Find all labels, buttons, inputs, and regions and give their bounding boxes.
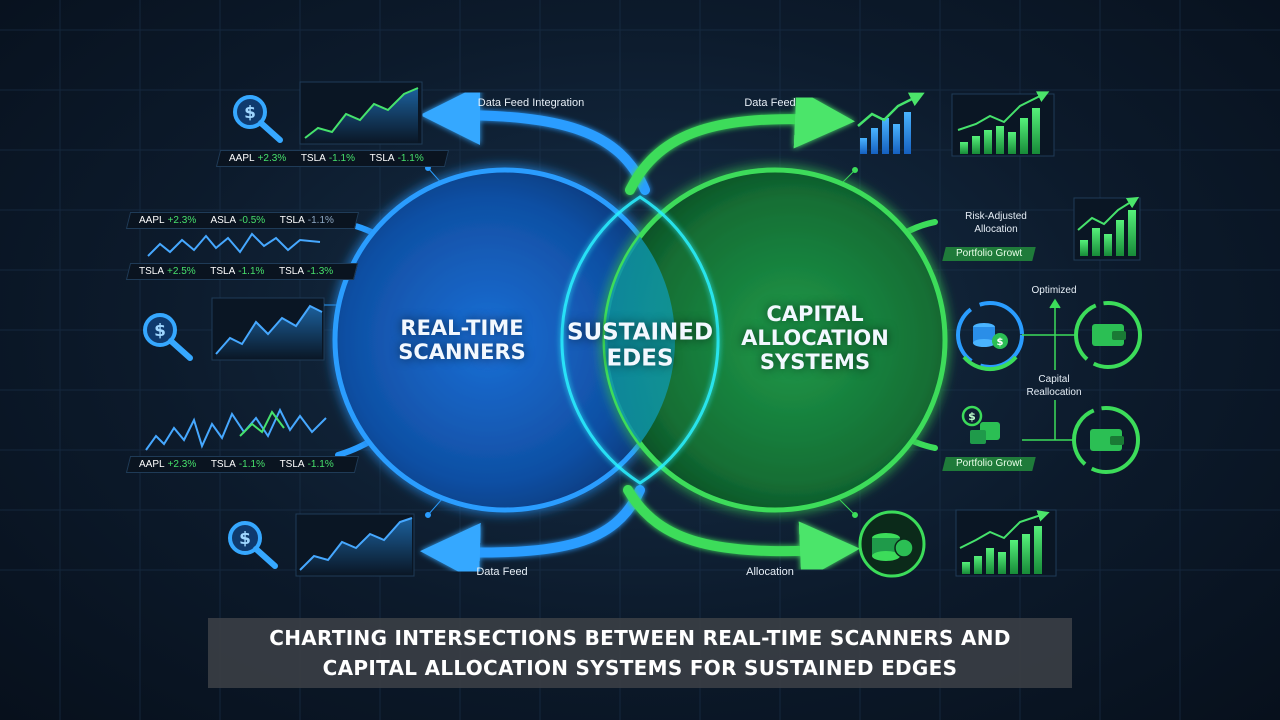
ticker-sparkline-lower bbox=[145, 407, 327, 451]
svg-text:$: $ bbox=[244, 103, 256, 123]
capital-reallocation-label: Capital Reallocation bbox=[1026, 374, 1082, 398]
ticker-strip-2: AAPL+2.3% ASLA-0.5% TSLA-1.1% bbox=[125, 212, 360, 229]
bar-chart-right-mid bbox=[1073, 196, 1141, 261]
flow-label-bottom-right: Allocation bbox=[746, 566, 794, 578]
right-connectors bbox=[1022, 298, 1076, 441]
svg-text:$: $ bbox=[154, 321, 166, 341]
flow-label-bottom-left: Data Feed bbox=[476, 566, 528, 578]
mini-chart-mid-left bbox=[211, 297, 325, 361]
bar-chart-bottom-right bbox=[955, 509, 1057, 577]
svg-text:$: $ bbox=[239, 529, 251, 549]
bar-chart-top-1 bbox=[857, 92, 925, 154]
svg-text:$: $ bbox=[968, 410, 976, 423]
arrow-bottom-right bbox=[623, 485, 860, 582]
mini-chart-bottom-left bbox=[295, 513, 415, 577]
arrow-bottom-left bbox=[420, 485, 645, 583]
bar-chart-top-2 bbox=[951, 91, 1055, 157]
coins-cycle-icon bbox=[858, 510, 926, 578]
risk-adjusted-label: Risk-Adjusted Allocation bbox=[965, 211, 1027, 235]
venn-diagram bbox=[332, 167, 948, 513]
magnifier-dollar-icon: $ bbox=[233, 95, 283, 143]
portfolio-growth-badge-1: Portfolio Growt bbox=[942, 247, 1036, 261]
ticker-strip-3: TSLA+2.5% TSLA-1.1% TSLA-1.3% bbox=[125, 263, 359, 280]
magnifier-dollar-icon: $ bbox=[228, 521, 278, 569]
allocation-label: CAPITAL ALLOCATION SYSTEMS bbox=[741, 301, 889, 375]
coins-cycle-icon: $ bbox=[956, 301, 1024, 372]
intersection-outline bbox=[560, 195, 720, 485]
flow-label-top-left: Data Feed Integration bbox=[477, 97, 585, 109]
intersection-label: SUSTAINED EDES bbox=[566, 319, 714, 372]
ticker-strip-4: AAPL+2.3% TSLA-1.1% TSLA-1.1% bbox=[125, 456, 359, 473]
wallet-cycle-icon bbox=[1072, 406, 1140, 474]
wallet-cycle-icon bbox=[1074, 301, 1142, 369]
optimized-label: Optimized bbox=[1031, 285, 1077, 296]
title-line-1: CHARTING INTERSECTIONS BETWEEN REAL-TIME… bbox=[269, 626, 1011, 650]
arrow-top-left bbox=[420, 85, 650, 195]
arrow-top-right bbox=[625, 88, 855, 195]
coins-dollar-icon: $ bbox=[961, 405, 1000, 444]
mini-chart-top-left bbox=[299, 81, 423, 145]
flow-label-top-right: Data Feed bbox=[744, 97, 796, 109]
title-line-2: CAPITAL ALLOCATION SYSTEMS FOR SUSTAINED… bbox=[322, 656, 958, 680]
svg-text:$: $ bbox=[997, 337, 1004, 348]
magnifier-dollar-icon: $ bbox=[143, 313, 193, 361]
title-banner: CHARTING INTERSECTIONS BETWEEN REAL-TIME… bbox=[208, 618, 1072, 688]
portfolio-growth-badge-2: Portfolio Growt bbox=[942, 457, 1036, 471]
scanners-label: REAL-TIME SCANNERS bbox=[398, 315, 526, 364]
ticker-sparkline-upper bbox=[147, 232, 321, 257]
ticker-strip-1: AAPL+2.3% TSLA-1.1% TSLA-1.1% bbox=[215, 150, 449, 167]
